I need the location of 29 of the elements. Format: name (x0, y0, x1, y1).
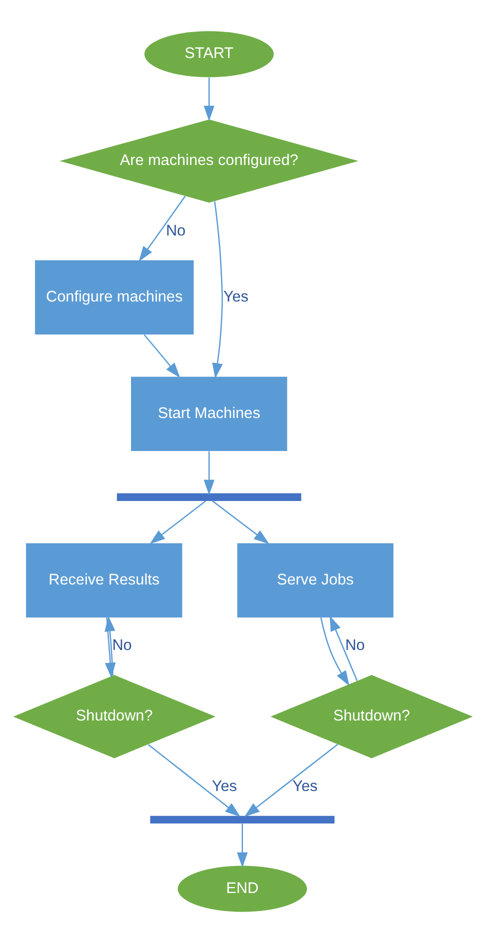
node-diamond: Shutdown? (13, 675, 216, 758)
edge-label: No (166, 222, 186, 240)
arrow (204, 451, 214, 496)
node-ellipse: END (178, 866, 307, 912)
arrow (150, 500, 206, 544)
arrow (244, 744, 338, 817)
node-diamond: Are machines configured? (60, 119, 358, 203)
edge-label: Yes (292, 778, 318, 796)
arrow (330, 616, 358, 682)
arrow (144, 334, 180, 378)
edge-label: Yes (223, 288, 248, 306)
arrow (320, 618, 350, 686)
arrow (212, 201, 223, 378)
arrow (138, 196, 186, 262)
node-box: Start Machines (130, 376, 288, 452)
arrow (148, 744, 240, 817)
node-box: Configure machines (34, 260, 194, 335)
node-box: Receive Results (26, 543, 182, 618)
edge-label: No (345, 637, 365, 654)
arrow (236, 824, 248, 868)
node-diamond: Shutdown? (270, 675, 473, 758)
arrow (212, 500, 270, 544)
arrow (204, 78, 214, 122)
edge-label: Yes (212, 778, 237, 796)
node-bar (116, 493, 302, 501)
edge-label: No (112, 637, 132, 654)
node-box: Serve Jobs (237, 543, 394, 618)
node-bar (150, 816, 335, 824)
node-ellipse: START (144, 31, 274, 78)
